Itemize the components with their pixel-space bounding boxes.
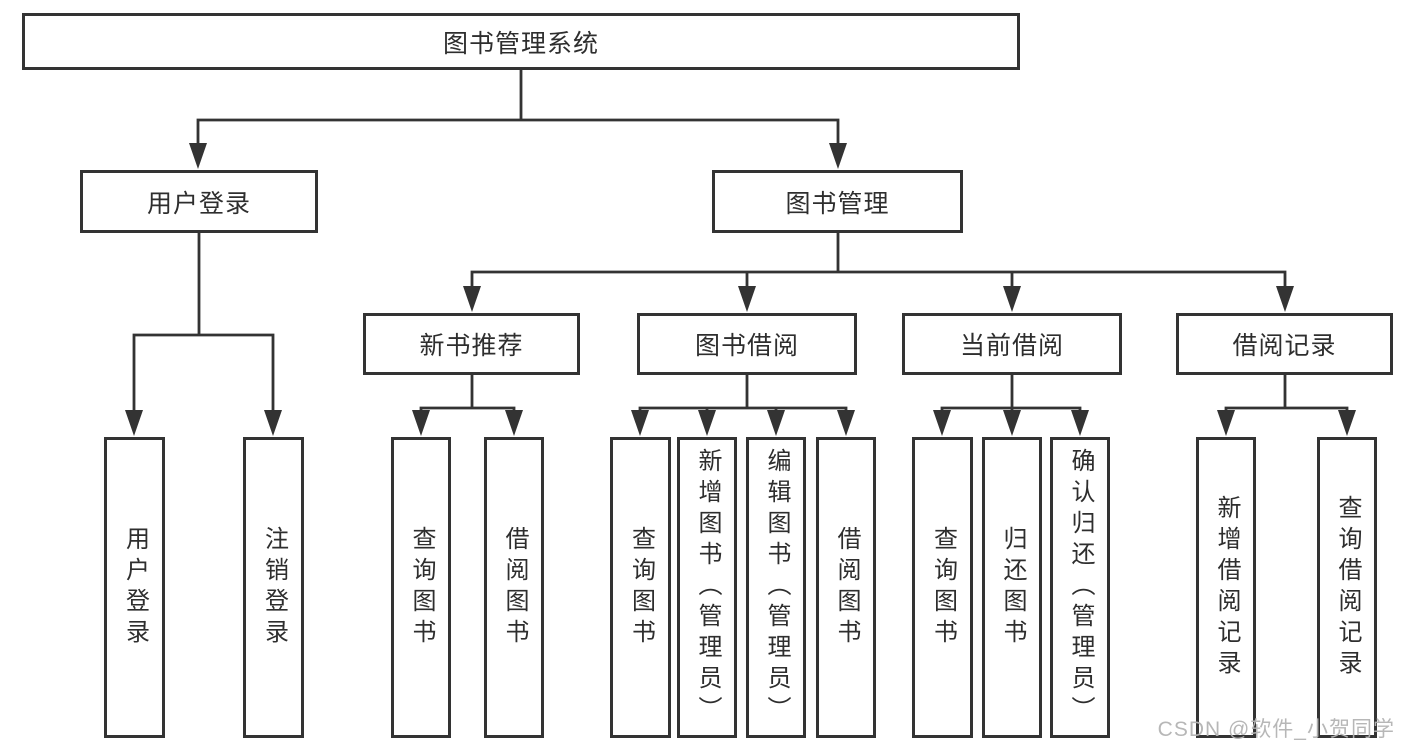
node-book-borrow: 图书借阅 [637, 313, 857, 375]
connector-new-book-recommend [419, 375, 516, 417]
connector-login-branch [132, 233, 275, 417]
node-book-management-label: 图书管理 [785, 189, 890, 218]
node-borrow-records-label: 借阅记录 [1232, 332, 1337, 360]
node-book-management: 图书管理 [712, 170, 963, 233]
leaf-logout: 注销登录 [243, 437, 304, 738]
leaf-bb-borrow-book: 借阅图书 [816, 437, 876, 738]
leaf-br-query-record: 查询借阅记录 [1317, 437, 1377, 738]
leaf-user-login: 用户登录 [104, 437, 165, 738]
connector-management-branch [470, 233, 1287, 293]
leaf-bb-add-book-admin: 新增图书（管理员） [677, 437, 737, 738]
leaf-cb-confirm-return-admin-label: 确认归还（管理员） [1067, 448, 1094, 727]
leaf-br-query-record-label: 查询借阅记录 [1334, 494, 1361, 681]
leaf-cb-query-book-label: 查询图书 [929, 525, 957, 650]
node-system-root-label: 图书管理系统 [442, 29, 599, 58]
node-borrow-records: 借阅记录 [1176, 313, 1393, 375]
node-system-root: 图书管理系统 [22, 13, 1020, 70]
arrowhead-icons [125, 143, 1356, 436]
watermark: CSDN @软件_小贺同学 [1157, 718, 1395, 741]
node-current-borrow: 当前借阅 [902, 313, 1122, 375]
leaf-bb-add-book-admin-label: 新增图书（管理员） [694, 448, 721, 727]
leaf-bb-query-book: 查询图书 [610, 437, 671, 738]
leaf-bb-query-book-label: 查询图书 [627, 525, 655, 650]
leaf-cb-return-book-label: 归还图书 [999, 525, 1026, 650]
leaf-nbr-borrow-book: 借阅图书 [484, 437, 544, 738]
leaf-nbr-borrow-book-label: 借阅图书 [501, 525, 528, 650]
node-new-book-recommend-label: 新书推荐 [419, 332, 524, 360]
connector-borrow-records [1224, 375, 1349, 417]
leaf-nbr-query-book-label: 查询图书 [408, 525, 435, 650]
leaf-nbr-query-book: 查询图书 [391, 437, 451, 738]
leaf-user-login-label: 用户登录 [121, 525, 149, 650]
node-book-borrow-label: 图书借阅 [694, 332, 799, 360]
connector-root [196, 70, 840, 150]
leaf-br-add-record-label: 新增借阅记录 [1213, 494, 1240, 681]
leaf-bb-edit-book-admin: 编辑图书（管理员） [746, 437, 806, 738]
node-new-book-recommend: 新书推荐 [363, 313, 580, 375]
leaf-bb-borrow-book-label: 借阅图书 [833, 525, 860, 650]
node-user-login-label: 用户登录 [146, 189, 251, 218]
node-current-borrow-label: 当前借阅 [959, 332, 1064, 360]
leaf-br-add-record: 新增借阅记录 [1196, 437, 1256, 738]
node-user-login: 用户登录 [80, 170, 318, 233]
leaf-logout-label: 注销登录 [260, 525, 288, 650]
leaf-cb-query-book: 查询图书 [912, 437, 973, 738]
leaf-cb-return-book: 归还图书 [982, 437, 1042, 738]
leaf-cb-confirm-return-admin: 确认归还（管理员） [1050, 437, 1110, 738]
connector-book-borrow [638, 375, 848, 417]
leaf-bb-edit-book-admin-label: 编辑图书（管理员） [763, 448, 790, 727]
